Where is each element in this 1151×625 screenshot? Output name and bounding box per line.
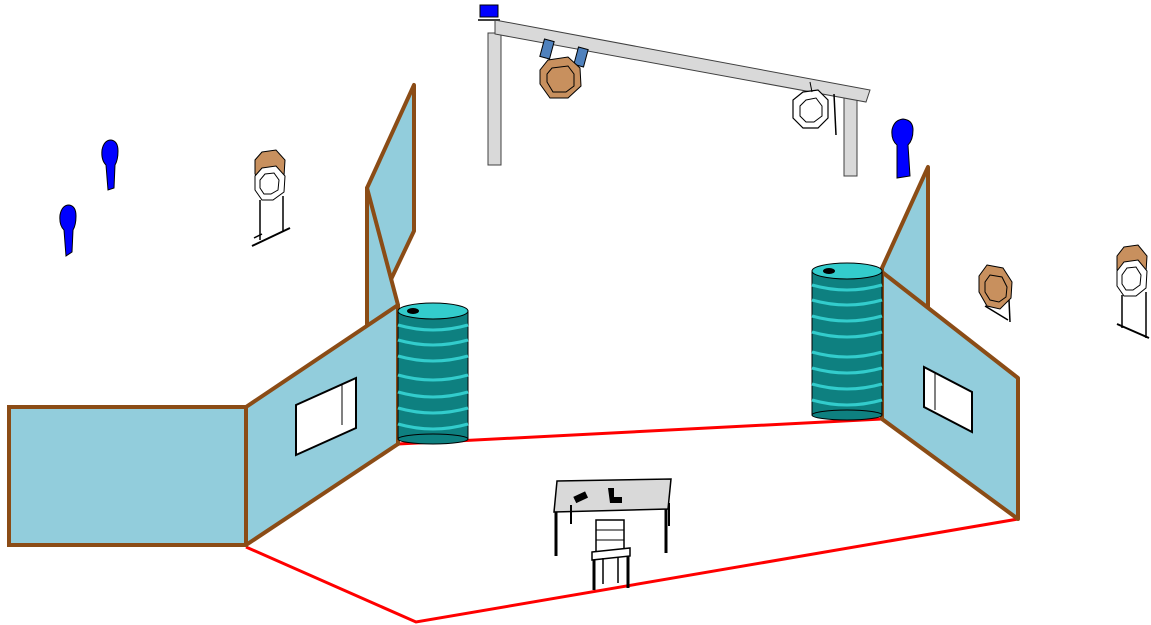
frame-activator — [479, 4, 499, 18]
right-window — [923, 365, 973, 434]
hanging-no-shoot-plate — [792, 81, 837, 136]
fault-line-back — [397, 417, 883, 446]
left-wall-panel — [7, 405, 248, 547]
magazine-on-table — [573, 491, 589, 504]
popper-right — [891, 118, 914, 179]
target-stand-right — [1116, 244, 1150, 339]
target-stand-left — [251, 149, 291, 247]
popper-left-2 — [59, 204, 77, 257]
overhead-frame — [478, 4, 871, 177]
fault-line — [245, 517, 1019, 624]
left-barrel-stack — [397, 302, 469, 445]
chair — [591, 519, 631, 590]
right-barrel-stack — [811, 262, 883, 421]
pistol-on-table — [608, 488, 622, 503]
steel-plate-right — [978, 264, 1013, 323]
left-window — [295, 376, 357, 457]
popper-left-1 — [101, 139, 119, 191]
hanging-steel-plate — [539, 38, 589, 99]
table — [553, 478, 672, 556]
